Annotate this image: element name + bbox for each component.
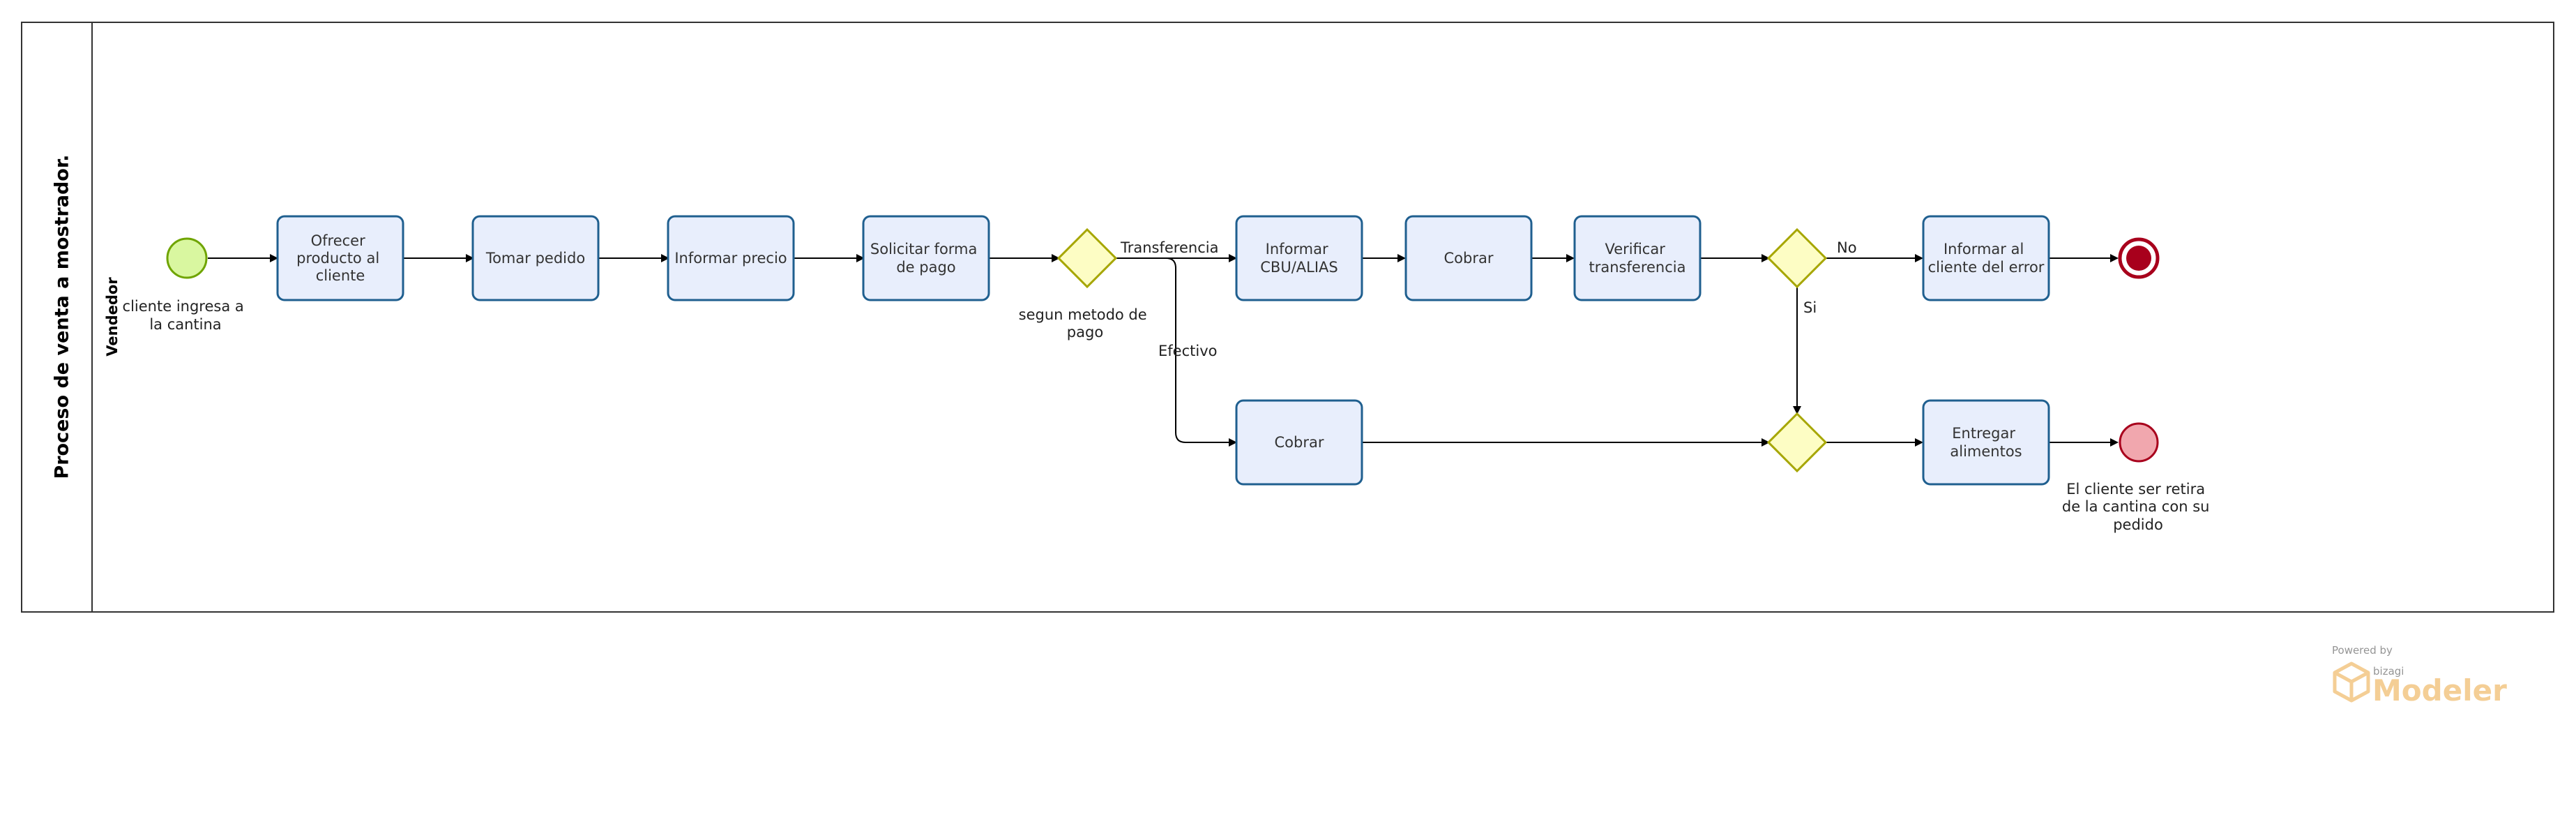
bizagi-logo-icon: [2333, 661, 2370, 703]
flow-label-efectivo: Efectivo: [1158, 343, 1217, 359]
task-solicitar-forma-pago[interactable]: Solicitar forma de pago: [862, 215, 990, 301]
gateway-metodo-label: segun metodo de pago: [1019, 306, 1152, 341]
gateway-verificacion[interactable]: [1766, 227, 1828, 289]
end-event-error[interactable]: [2118, 237, 2160, 279]
task-cobrar-transferencia[interactable]: Cobrar: [1404, 215, 1533, 301]
flow-label-transferencia: Transferencia: [1120, 239, 1218, 256]
task-cbu-label: Informar CBU/ALIAS: [1260, 241, 1338, 276]
end-event-ok-label: El cliente ser retira de la cantina con …: [2062, 481, 2214, 533]
task-tomar-pedido[interactable]: Tomar pedido: [471, 215, 600, 301]
task-ofrecer-producto[interactable]: Ofrecer producto al cliente: [276, 215, 404, 301]
gateway-merge[interactable]: [1766, 412, 1828, 473]
flow-label-si: Si: [1803, 299, 1817, 316]
start-event-label: cliente ingresa a la cantina: [123, 298, 249, 333]
watermark-product: Modeler: [2372, 673, 2507, 708]
task-informar-error[interactable]: Informar al cliente del error: [1922, 215, 2050, 301]
task-solicitar-label: Solicitar forma de pago: [870, 241, 982, 276]
bizagi-watermark: Powered by bizagi Modeler: [2332, 644, 2507, 708]
lane-title: Vendedor: [104, 277, 121, 357]
task-entregar-alimentos[interactable]: Entregar alimentos: [1922, 399, 2050, 486]
task-cobrar-efectivo-label: Cobrar: [1275, 434, 1324, 451]
sequence-flows: [208, 254, 2119, 447]
watermark-powered-by: Powered by: [2332, 644, 2393, 657]
gateway-metodo-pago[interactable]: [1056, 227, 1118, 289]
flow-gateway-efectivo: [1165, 257, 1237, 447]
task-precio-label: Informar precio: [674, 250, 787, 267]
task-informar-cbu-alias[interactable]: Informar CBU/ALIAS: [1235, 215, 1363, 301]
task-cobrar-transf-label: Cobrar: [1444, 250, 1494, 267]
pool: [21, 22, 2554, 613]
task-cobrar-efectivo[interactable]: Cobrar: [1235, 399, 1363, 486]
task-entregar-label: Entregar alimentos: [1950, 425, 2022, 460]
start-event[interactable]: [166, 237, 208, 279]
task-informar-precio[interactable]: Informar precio: [667, 215, 795, 301]
task-verificar-label: Verificar transferencia: [1589, 241, 1686, 276]
end-event-ok[interactable]: [2119, 422, 2159, 463]
task-tomar-label: Tomar pedido: [485, 250, 585, 267]
watermark-brand: bizagi: [2373, 665, 2404, 678]
task-verificar-transferencia[interactable]: Verificar transferencia: [1573, 215, 1702, 301]
flow-label-no: No: [1837, 239, 1857, 256]
task-ofrecer-label: Ofrecer producto al cliente: [296, 232, 384, 284]
task-error-label: Informar al cliente del error: [1928, 241, 2045, 276]
pool-title: Proceso de venta a mostrador.: [52, 154, 73, 479]
